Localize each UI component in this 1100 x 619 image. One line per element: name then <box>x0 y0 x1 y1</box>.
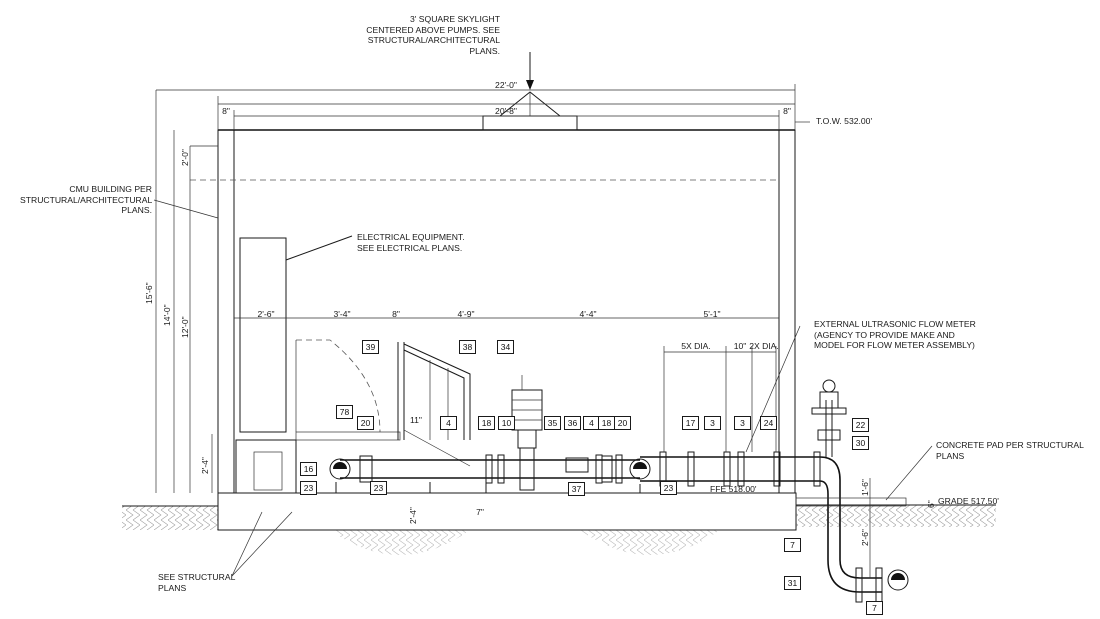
tag-38: 38 <box>459 340 476 354</box>
dim-seg-4: 4'-9" <box>457 309 475 319</box>
tag-4-left: 4 <box>440 416 457 430</box>
cmu-note-line-1: CMU BUILDING PER <box>69 184 152 194</box>
tag-20-right: 20 <box>614 416 631 430</box>
tag-18-right: 18 <box>598 416 615 430</box>
cmu-walls <box>190 129 796 494</box>
tag-34: 34 <box>497 340 514 354</box>
dim-pad-6: 6" <box>926 500 936 508</box>
dim-wall-right: 8" <box>783 106 791 116</box>
cmu-building-note: CMU BUILDING PER STRUCTURAL/ARCHITECTURA… <box>20 184 152 216</box>
tag-3-left: 3 <box>704 416 721 430</box>
discharge-riser <box>811 379 883 603</box>
tag-3-right: 3 <box>734 416 751 430</box>
skylight <box>482 52 578 131</box>
concrete-pad-note-line-1: CONCRETE PAD PER STRUCTURAL <box>936 440 1084 450</box>
dim-seg-1: 2'-6" <box>257 309 275 319</box>
dim-seg-6: 5'-1" <box>703 309 721 319</box>
skylight-note-line-2: CENTERED ABOVE PUMPS. SEE <box>366 24 500 35</box>
dim-interior: 20'-8" <box>495 106 517 116</box>
dim-eleven-inch: 11" <box>410 415 422 425</box>
electrical-note-line-1: ELECTRICAL EQUIPMENT. <box>357 232 465 242</box>
tag-7-lower: 7 <box>866 601 883 615</box>
tow-elevation: T.O.W. 532.00' <box>816 116 873 126</box>
dim-height-14: 14'-0" <box>162 304 172 326</box>
concrete-pad-note: CONCRETE PAD PER STRUCTURAL PLANS <box>936 440 1084 461</box>
dim-overall: 22'-0" <box>495 80 517 90</box>
vertical-pump <box>511 375 589 491</box>
concrete-slab <box>217 439 797 531</box>
tag-31: 31 <box>784 576 801 590</box>
tag-78: 78 <box>336 405 353 419</box>
tag-23-left: 23 <box>300 481 317 495</box>
earth-hatching <box>122 504 996 555</box>
tag-24: 24 <box>760 416 777 430</box>
skylight-note-line-1: 3' SQUARE SKYLIGHT <box>410 14 500 24</box>
dim-height-total: 15'-6" <box>144 282 154 304</box>
tag-35: 35 <box>544 416 561 430</box>
skylight-note-line-4: PLANS. <box>469 45 500 56</box>
tag-20-left: 20 <box>357 416 374 430</box>
skylight-note-line-3: STRUCTURAL/ARCHITECTURAL <box>367 35 500 45</box>
tag-39: 39 <box>362 340 379 354</box>
dim-height-12: 12'-0" <box>180 316 190 338</box>
tag-16: 16 <box>300 462 317 476</box>
skylight-note: 3' SQUARE SKYLIGHT CENTERED ABOVE PUMPS.… <box>360 14 500 56</box>
valve-symbols <box>329 458 909 591</box>
dim-seg-2: 3'-4" <box>333 309 351 319</box>
dim-pad-16: 1'-6" <box>860 479 870 496</box>
concrete-pad <box>795 497 907 507</box>
dim-pipe-26: 2'-6" <box>860 529 870 546</box>
flow-meter-note-line-3: MODEL FOR FLOW METER ASSEMBLY) <box>814 340 975 350</box>
grade-elevation: GRADE 517.50' <box>938 496 999 506</box>
structural-note-line-2: PLANS <box>158 582 187 593</box>
tag-37: 37 <box>568 482 585 496</box>
dim-seg-5: 4'-4" <box>579 309 597 319</box>
tag-18-left: 18 <box>478 416 495 430</box>
dim-five-x-dia: 5X DIA. <box>681 341 711 351</box>
flow-meter-note: EXTERNAL ULTRASONIC FLOW METER (AGENCY T… <box>814 319 976 351</box>
tag-23-mid: 23 <box>370 481 387 495</box>
cmu-note-line-3: PLANS. <box>121 205 152 215</box>
dim-ten-inch: 10" <box>733 341 747 351</box>
flow-meter-note-line-2: (AGENCY TO PROVIDE MAKE AND <box>814 329 955 340</box>
dim-seg-3: 8" <box>392 309 400 319</box>
tag-30: 30 <box>852 436 869 450</box>
electrical-cabinet <box>239 235 353 433</box>
cmu-note-line-2: STRUCTURAL/ARCHITECTURAL <box>20 194 153 205</box>
electrical-equipment-note: ELECTRICAL EQUIPMENT. SEE ELECTRICAL PLA… <box>357 232 465 253</box>
tag-17: 17 <box>682 416 699 430</box>
dim-seven-inch: 7" <box>476 507 484 517</box>
ffe-elevation: FFE 518.00' <box>710 484 757 494</box>
stair-handrail <box>397 342 471 467</box>
door-swing <box>295 339 401 441</box>
structural-plans-note: SEE STRUCTURAL PLANS <box>158 572 235 593</box>
leader-lines <box>153 199 933 577</box>
electrical-note-line-2: SEE ELECTRICAL PLANS. <box>357 242 463 253</box>
tag-7-upper: 7 <box>784 538 801 552</box>
tag-36: 36 <box>564 416 581 430</box>
tag-23-right: 23 <box>660 481 677 495</box>
dimension-lines <box>155 84 871 578</box>
dim-curb: 2'-4" <box>200 457 210 474</box>
concrete-pad-note-line-2: PLANS <box>936 450 965 461</box>
dim-two-x-dia: 2X DIA. <box>749 341 779 351</box>
tag-10: 10 <box>498 416 515 430</box>
tag-22: 22 <box>852 418 869 432</box>
dim-wall-left: 8" <box>222 106 230 116</box>
flow-meter-note-line-1: EXTERNAL ULTRASONIC FLOW METER <box>814 319 976 329</box>
structural-note-line-1: SEE STRUCTURAL <box>158 572 236 582</box>
dim-top-2: 2'-0" <box>180 149 190 166</box>
dim-low-24: 2'-4" <box>408 507 418 524</box>
